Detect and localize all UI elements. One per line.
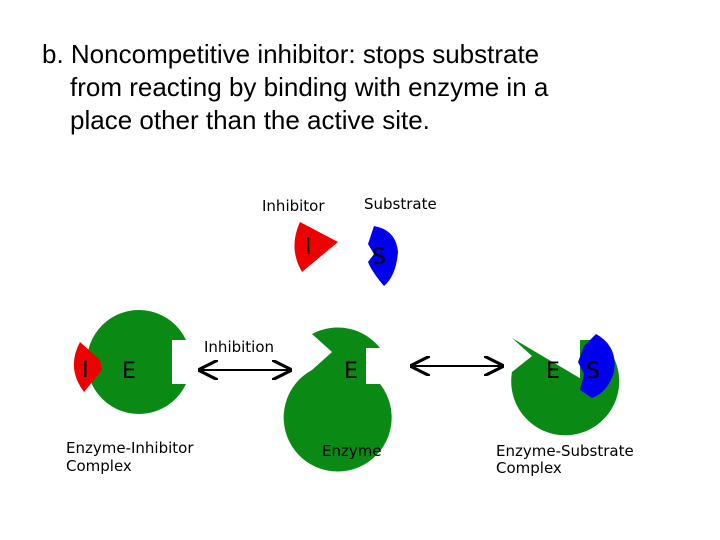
enzyme-substrate-complex-substrate (578, 334, 615, 398)
enzyme-inhibitor-complex-label-line-1: Enzyme-Inhibitor (66, 439, 194, 457)
enzyme-inhibitor-complex-enzyme (86, 310, 186, 415)
free-substrate-letter: S (372, 245, 386, 270)
enzyme-inhibitor-complex-label-line-2: Complex (66, 457, 132, 475)
slide-text: b. Noncompetitive inhibitor: stops subst… (42, 38, 682, 137)
free-enzyme-letter: E (344, 359, 358, 384)
complex-substrate-letter: S (586, 359, 600, 384)
enzyme-inhibitor-complex-inhibitor (73, 342, 102, 392)
free-substrate-shape (368, 226, 398, 286)
free-inhibitor-shape (294, 222, 338, 272)
enzyme-label: Enzyme (322, 442, 382, 460)
inhibitor-label: Inhibitor (262, 197, 325, 215)
enzyme-substrate-complex-label-line-2: Complex (496, 459, 562, 477)
heading-line-3: place other than the active site. (70, 105, 430, 135)
complex-inhibitor-letter: I (82, 358, 89, 383)
substrate-label: Substrate (364, 195, 437, 213)
heading-line-2: from reacting by binding with enzyme in … (70, 72, 549, 102)
enzyme-substrate-complex-label-line-1: Enzyme-Substrate (496, 442, 634, 460)
free-inhibitor-letter: I (305, 235, 312, 260)
complex-enzyme-letter-right: E (546, 359, 560, 384)
complex-enzyme-letter-left: E (122, 359, 136, 384)
heading-line-1: b. Noncompetitive inhibitor: stops subst… (42, 39, 540, 69)
inhibition-label: Inhibition (204, 338, 274, 356)
free-enzyme-shape (283, 327, 392, 472)
